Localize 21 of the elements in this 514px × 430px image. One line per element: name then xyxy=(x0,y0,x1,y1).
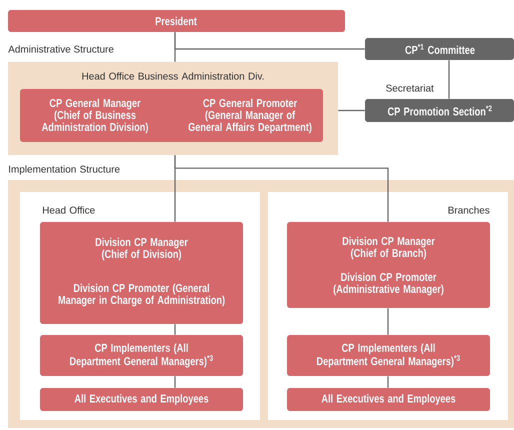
node-label: Implementation Structure xyxy=(9,165,120,175)
connector-line xyxy=(174,155,389,222)
connector-line xyxy=(174,324,176,335)
role-box: All Executives and Employees xyxy=(40,388,243,411)
role-box: CP Implementers (All Department General Managers)$^{*3}$ xyxy=(40,335,243,376)
connector-line xyxy=(387,308,389,335)
connector-line xyxy=(174,32,365,50)
role-box: Division CP Manager (Chief of Division) Division CP Promoter (General Manager in Charge of Administration) xyxy=(40,222,243,324)
edge-label: Secretariat xyxy=(386,84,434,92)
role-box: All Executives and Employees xyxy=(287,388,490,411)
role-box: Division CP Manager (Chief of Branch) Division CP Promoter (Administrative Manager) xyxy=(287,222,490,308)
role-box: CP General Manager (Chief of Business Administration Division) CP General Promoter (General Manager of General Affairs Department) xyxy=(20,89,323,142)
connector-line xyxy=(174,376,176,388)
role-box: CP Implementers (All Department General Managers)$^{*3}$ xyxy=(287,335,490,376)
connector-line xyxy=(448,60,450,99)
connector-line xyxy=(387,376,389,388)
role-box: President xyxy=(8,10,345,32)
committee-box: CP$^{*1}$ Committee xyxy=(365,38,514,60)
connector-line xyxy=(338,110,365,112)
section-heading: Administrative Structure xyxy=(8,45,114,53)
committee-box: CP Promotion Section$^{*2}$ xyxy=(365,99,514,122)
